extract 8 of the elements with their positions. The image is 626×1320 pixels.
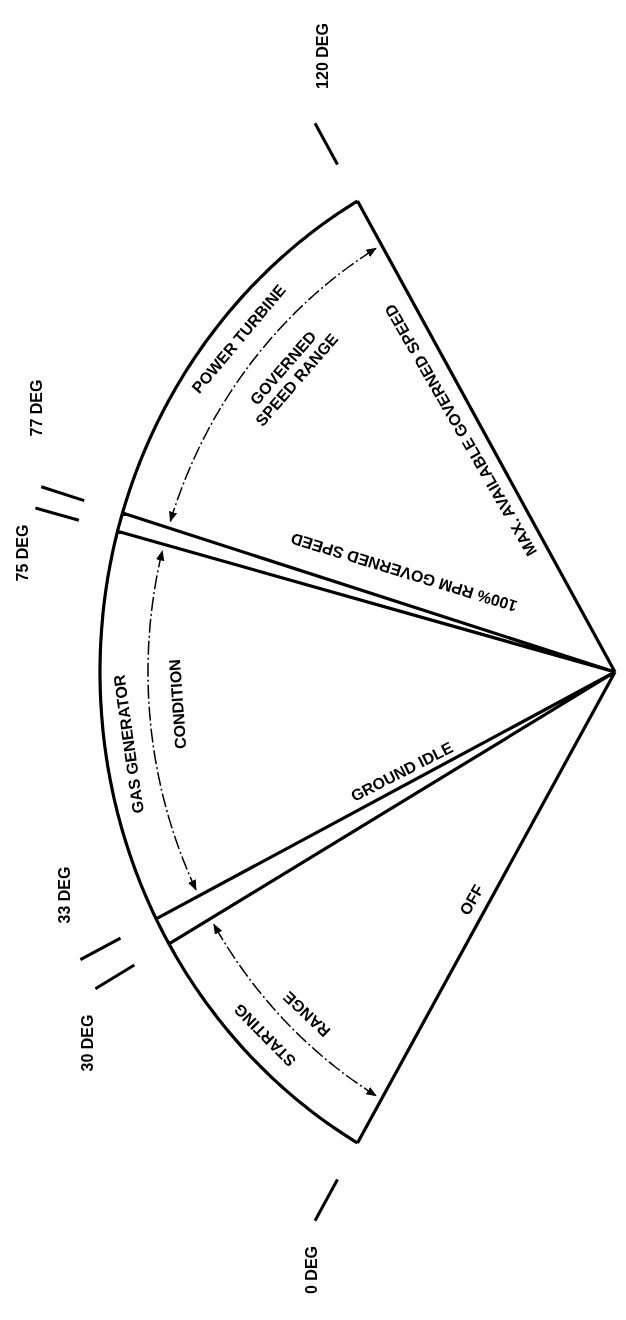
angle-label: 33 DEG — [56, 866, 74, 924]
band-label: GAS GENERATOR — [110, 673, 148, 815]
angle-label: 120 DEG — [314, 23, 332, 89]
angle-label: 30 DEG — [79, 1014, 97, 1072]
angle-label: 77 DEG — [28, 379, 46, 437]
angle-label: 0 DEG — [303, 1246, 321, 1294]
angle-label: 75 DEG — [14, 524, 32, 582]
range-label: CONDITION — [166, 658, 190, 750]
